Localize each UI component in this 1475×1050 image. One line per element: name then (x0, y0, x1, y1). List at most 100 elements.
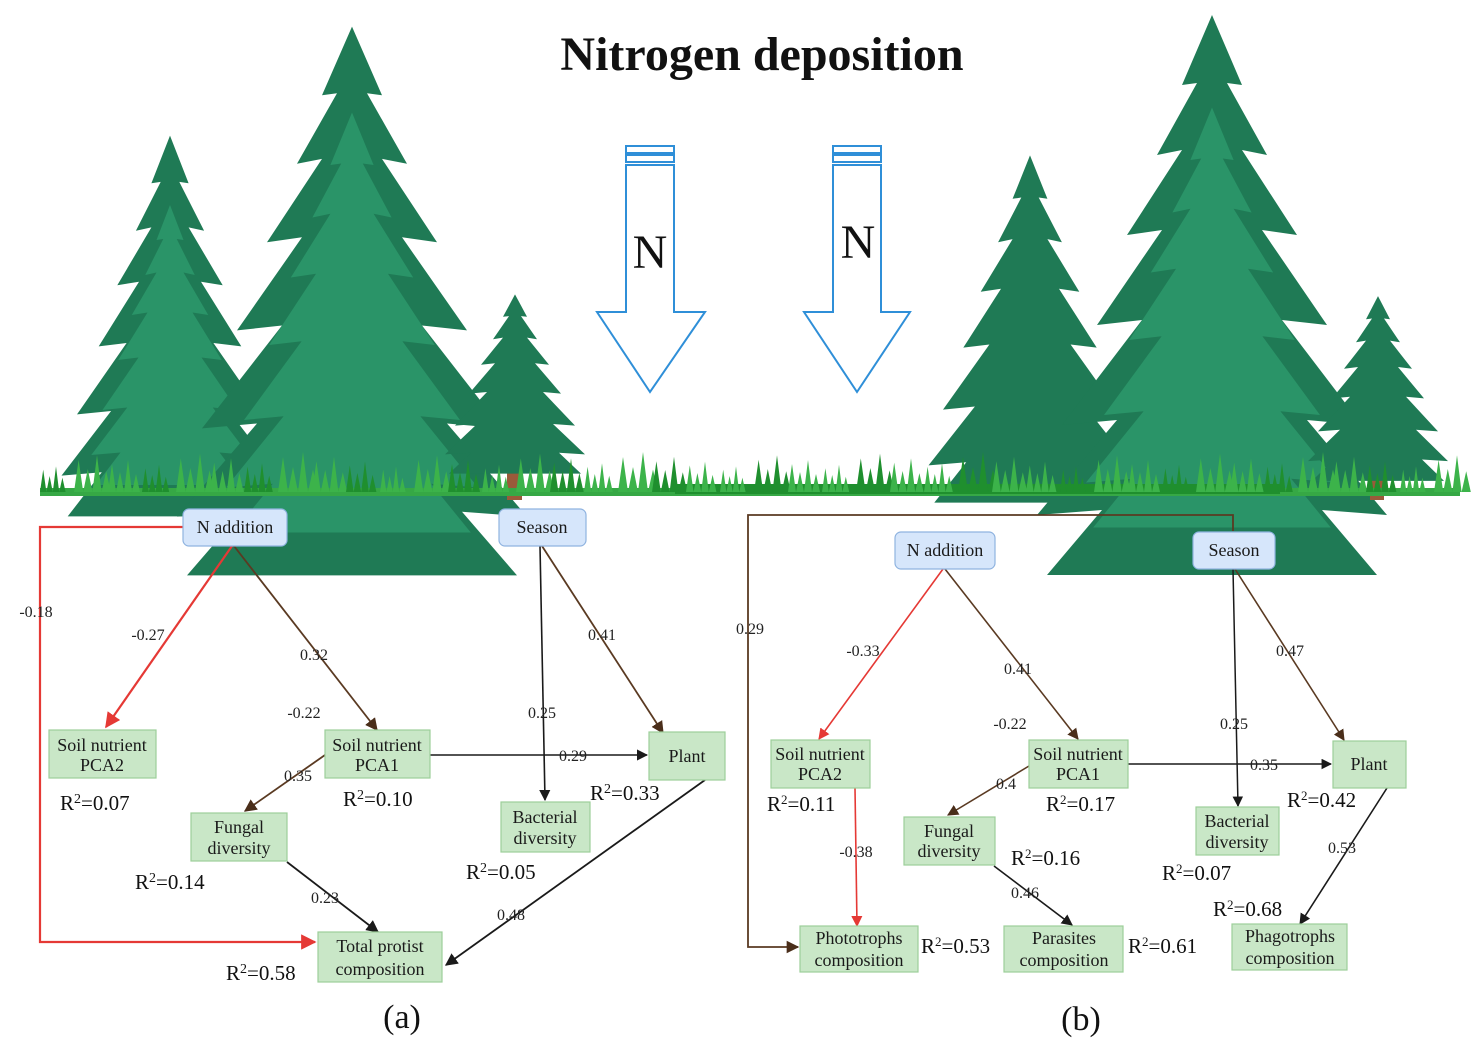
path-a-pca1-to-fungal (243, 754, 326, 812)
tree-left-small (61, 135, 279, 517)
path-b-n-to-pca2 (818, 568, 944, 740)
svg-text:PCA2: PCA2 (798, 764, 842, 784)
r2-a-bacterial: R2=0.05 (466, 860, 536, 884)
svg-text:N addition: N addition (197, 517, 274, 537)
coef-a-fungal-to-total: 0.23 (311, 890, 339, 907)
node-a-plant: Plant (648, 731, 726, 781)
node-a-n-addition: N addition (182, 508, 288, 547)
panel-b-label: (b) (1061, 1001, 1101, 1038)
path-b-season-to-phototrophs (747, 514, 1234, 954)
path-b-season-to-bacterial (1232, 568, 1244, 808)
path-a-fungal-to-total (286, 861, 379, 933)
path-b-n-to-pca1 (944, 568, 1079, 740)
nitrogen-letter-right: N (841, 216, 876, 269)
tree-right-left (928, 155, 1132, 503)
panel-a: N addition Season Soil nutrient PCA2 Soi… (19, 508, 726, 1036)
path-a-plant-to-total (444, 779, 706, 966)
coef-a-pca1-to-plant: 0.29 (559, 748, 587, 765)
svg-text:Phototrophs: Phototrophs (815, 928, 902, 948)
r2-b-fungal: R2=0.16 (1011, 846, 1080, 871)
node-b-n-addition: N addition (894, 531, 996, 570)
svg-text:Bacterial: Bacterial (1205, 811, 1270, 831)
svg-text:Phagotrophs: Phagotrophs (1245, 926, 1335, 946)
node-b-bacterial: Bacterial diversity (1195, 806, 1280, 856)
svg-text:PCA2: PCA2 (80, 755, 124, 775)
grass-tuft (618, 452, 658, 492)
svg-text:PCA1: PCA1 (1056, 764, 1100, 784)
r2-b-pca2: R2=0.11 (767, 792, 835, 817)
r2-b-phototrophs: R2=0.53 (921, 934, 990, 959)
coef-b-fungal-to-parasites: 0.46 (1011, 885, 1039, 902)
coef-a-plant-to-total: 0.48 (497, 907, 525, 924)
svg-text:Soil nutrient: Soil nutrient (775, 744, 865, 764)
path-a-n-to-pca2 (105, 545, 233, 729)
svg-text:Soil nutrient: Soil nutrient (1033, 744, 1123, 764)
node-b-soil-pca1: Soil nutrient PCA1 (1028, 739, 1129, 789)
coef-a-season-to-bacterial: 0.25 (528, 705, 556, 722)
coef-b-n-to-pca2: -0.33 (846, 643, 879, 660)
path-a-season-to-plant (541, 545, 664, 735)
coef-a-pca1-to-fungal: 0.35 (284, 768, 312, 785)
coef-b-pca1-to-plant: 0.35 (1250, 757, 1278, 774)
path-b-pca2-to-phototrophs (851, 787, 863, 928)
nitrogen-arrow-right (802, 145, 912, 394)
node-b-parasites: Parasites composition (1003, 925, 1124, 973)
svg-text:Soil nutrient: Soil nutrient (57, 735, 147, 755)
svg-text:Season: Season (517, 517, 568, 537)
r2-b-plant: R2=0.42 (1287, 788, 1356, 813)
path-a-n-to-total (38, 525, 317, 950)
node-a-total-protist: Total protist composition (317, 931, 443, 983)
coef-b-plant-to-phagotrophs: 0.53 (1328, 840, 1356, 857)
r2-a-pca2: R2=0.07 (60, 791, 130, 815)
node-b-phototrophs: Phototrophs composition (799, 925, 919, 973)
svg-text:Total protist: Total protist (336, 936, 423, 956)
nitrogen-arrow-left (595, 145, 707, 394)
node-a-bacterial: Bacterial diversity (500, 801, 591, 853)
coef-b-season-to-bacterial: 0.25 (1220, 716, 1248, 733)
path-b-fungal-to-parasites (993, 865, 1073, 926)
svg-text:Season: Season (1209, 540, 1260, 560)
svg-text:diversity: diversity (514, 828, 577, 848)
panel-a-label: (a) (383, 999, 421, 1036)
grass-tuft (652, 456, 688, 492)
r2-b-parasites: R2=0.61 (1128, 934, 1197, 959)
coef-a-pca1-side: -0.22 (287, 705, 320, 722)
node-b-phagotrophs: Phagotrophs composition (1231, 923, 1348, 971)
node-a-soil-pca1: Soil nutrient PCA1 (324, 729, 431, 779)
coef-a-n-to-pca2: -0.27 (131, 627, 164, 644)
r2-a-fungal: R2=0.14 (135, 870, 205, 894)
svg-text:Soil nutrient: Soil nutrient (332, 735, 422, 755)
path-a-n-to-pca1 (233, 545, 378, 731)
coef-a-n-to-pca1: 0.32 (300, 647, 328, 664)
r2-a-pca1: R2=0.10 (343, 787, 413, 811)
r2-b-bacterial: R2=0.07 (1162, 861, 1231, 886)
coef-a-season-to-plant: 0.41 (588, 627, 616, 644)
r2-a-plant: R2=0.33 (590, 781, 660, 805)
svg-text:diversity: diversity (918, 841, 981, 861)
figure-title: Nitrogen deposition (560, 28, 963, 81)
node-b-plant: Plant (1332, 740, 1407, 789)
node-a-season: Season (498, 508, 587, 547)
svg-text:N addition: N addition (907, 540, 984, 560)
svg-text:diversity: diversity (1206, 832, 1269, 852)
r2-b-pca1: R2=0.17 (1046, 792, 1115, 817)
path-b-plant-to-phagotrophs (1299, 787, 1388, 925)
coef-b-season-to-plant: 0.47 (1276, 643, 1304, 660)
grass-tuft (1434, 455, 1471, 492)
svg-text:composition: composition (1246, 948, 1335, 968)
tree-right-small (1308, 296, 1448, 500)
svg-text:composition: composition (815, 950, 904, 970)
node-a-soil-pca2: Soil nutrient PCA2 (48, 729, 157, 779)
path-a-season-to-bacterial (539, 545, 551, 802)
coef-b-pca2-to-phototrophs: -0.38 (839, 844, 872, 861)
svg-text:Bacterial: Bacterial (513, 807, 578, 827)
svg-text:Fungal: Fungal (214, 817, 264, 837)
node-b-season: Season (1192, 531, 1276, 570)
node-b-fungal: Fungal diversity (903, 816, 996, 866)
svg-text:Parasites: Parasites (1032, 928, 1096, 948)
svg-text:Plant: Plant (668, 746, 705, 766)
coef-b-season-to-phototrophs: 0.29 (736, 621, 764, 638)
nitrogen-letter-left: N (633, 226, 668, 279)
svg-text:diversity: diversity (208, 838, 271, 858)
